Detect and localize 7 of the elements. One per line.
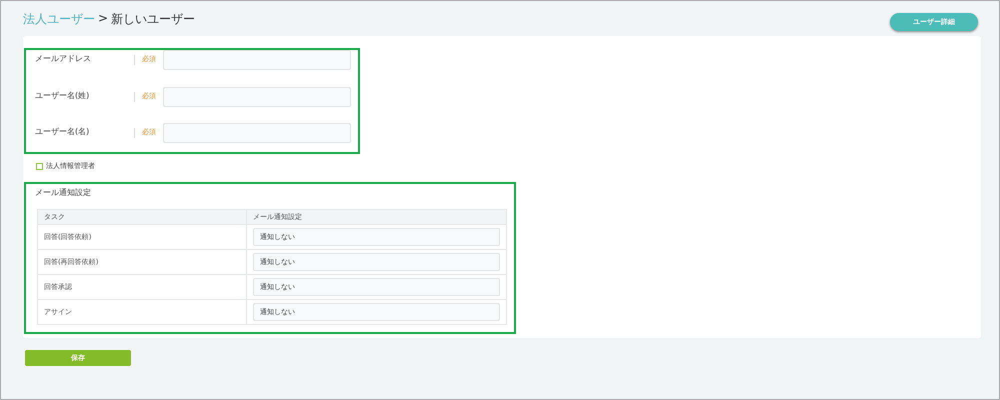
section-heading: メール通知設定 [35,187,91,198]
breadcrumb-link: 法人ユーザー [23,11,95,28]
field-label: ユーザー名(姓) [35,90,90,101]
field-label: ユーザー名(名) [35,126,90,137]
field-label: メールアドレス [35,53,91,64]
page-heading: 新しいユーザー [111,11,195,28]
breadcrumb-separator: > [98,11,108,25]
